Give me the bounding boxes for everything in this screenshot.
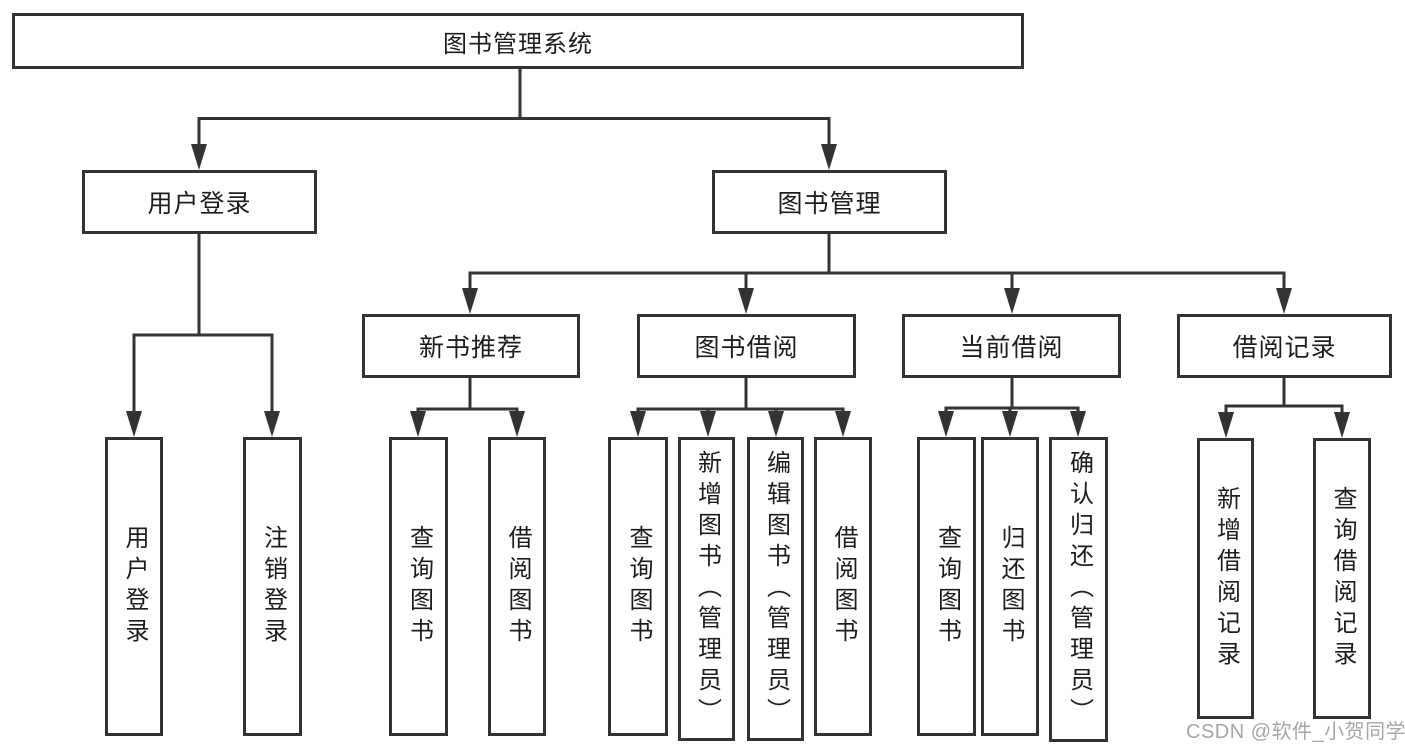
leaf-query-book-borrowing-label: 查询图书 [625, 524, 652, 649]
leaf-logout-login: 注销登录 [243, 437, 302, 736]
node-library-system: 图书管理系统 [12, 13, 1024, 69]
leaf-query-book-recommend: 查询图书 [389, 437, 448, 736]
arrowheads-records-children [1218, 412, 1350, 438]
connector-book-borrowing [636, 378, 845, 415]
leaf-borrow-book-recommend-label: 借阅图书 [504, 524, 531, 649]
node-borrowing-records: 借阅记录 [1177, 314, 1392, 378]
node-new-book-recommendation-label: 新书推荐 [418, 334, 523, 362]
node-new-book-recommendation: 新书推荐 [362, 314, 580, 378]
connector-root [197, 69, 831, 150]
leaf-confirm-return-admin: 确认归还（管理员） [1049, 437, 1108, 742]
node-borrowing-records-label: 借阅记录 [1232, 334, 1337, 362]
node-user-login-label: 用户登录 [147, 190, 252, 218]
leaf-return-book-label: 归还图书 [997, 524, 1024, 649]
leaf-add-borrow-record-label: 新增借阅记录 [1212, 485, 1240, 672]
arrowheads-user-login-children [126, 411, 280, 437]
watermark-text: CSDN @软件_小贺同学 [1186, 721, 1405, 743]
leaf-add-book-admin-label: 新增图书（管理员） [693, 449, 721, 729]
leaf-query-borrow-record: 查询借阅记录 [1313, 438, 1371, 719]
node-current-borrowing-label: 当前借阅 [959, 334, 1064, 362]
node-book-borrowing-label: 图书借阅 [694, 334, 799, 362]
leaf-user-login-label: 用户登录 [121, 524, 148, 649]
leaf-query-borrow-record-label: 查询借阅记录 [1329, 485, 1356, 672]
arrowheads-new-book-children [410, 411, 525, 437]
arrowheads-level2 [191, 144, 837, 170]
leaf-add-book-admin: 新增图书（管理员） [678, 437, 735, 741]
leaf-query-book-current-label: 查询图书 [933, 524, 961, 649]
node-current-borrowing: 当前借阅 [902, 314, 1121, 378]
connector-current-borrowing [944, 378, 1080, 414]
leaf-edit-book-admin-label: 编辑图书（管理员） [762, 449, 790, 729]
leaf-logout-login-label: 注销登录 [259, 524, 287, 649]
connector-book-management [468, 233, 1286, 292]
node-library-system-label: 图书管理系统 [443, 30, 593, 58]
leaf-add-borrow-record: 新增借阅记录 [1197, 438, 1254, 719]
leaf-edit-book-admin: 编辑图书（管理员） [747, 437, 804, 741]
connector-new-book-recommendation [416, 378, 519, 415]
arrowheads-book-borrowing-children [630, 411, 851, 437]
leaf-query-book-current: 查询图书 [917, 437, 976, 736]
leaf-return-book: 归还图书 [981, 437, 1039, 736]
node-book-management-label: 图书管理 [777, 190, 882, 218]
leaf-borrow-book-recommend: 借阅图书 [488, 437, 546, 736]
leaf-query-book-borrowing: 查询图书 [608, 437, 668, 736]
node-book-management: 图书管理 [712, 170, 947, 234]
leaf-query-book-recommend-label: 查询图书 [405, 524, 433, 649]
arrowheads-level3 [462, 288, 1292, 314]
leaf-borrow-book-borrowing: 借阅图书 [814, 437, 872, 736]
arrowheads-current-borrowing-children [938, 411, 1086, 437]
node-book-borrowing: 图书借阅 [637, 314, 856, 378]
node-user-login: 用户登录 [82, 170, 317, 234]
leaf-user-login: 用户登录 [105, 437, 163, 736]
leaf-confirm-return-admin-label: 确认归还（管理员） [1065, 450, 1093, 729]
leaf-borrow-book-borrowing-label: 借阅图书 [830, 524, 857, 649]
connector-borrowing-records [1224, 378, 1344, 413]
connector-user-login [132, 233, 274, 415]
